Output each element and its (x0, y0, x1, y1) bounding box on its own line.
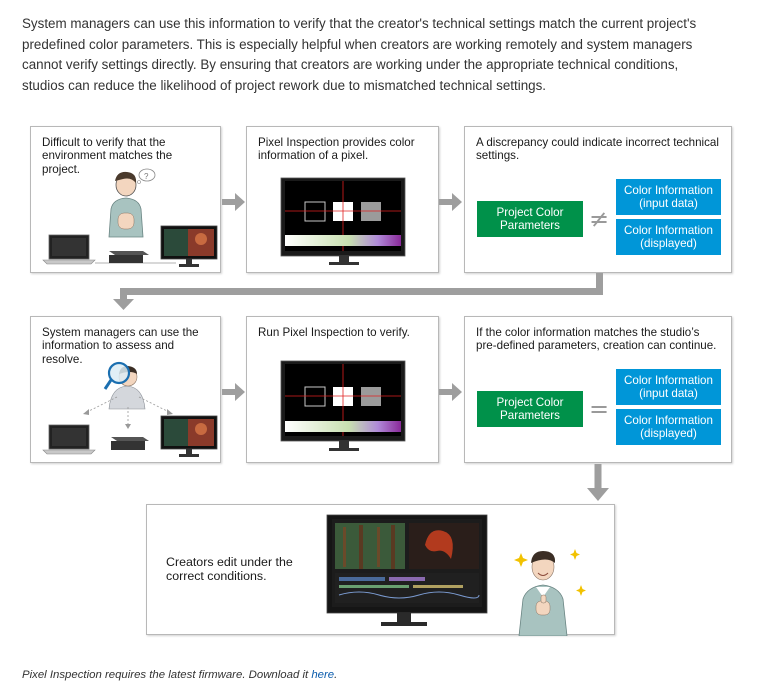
arrow-right-icon (439, 193, 462, 211)
arrow-right-icon (222, 193, 245, 211)
monitor-icon (326, 514, 488, 626)
footer-text: Pixel Inspection requires the latest fir… (22, 669, 312, 681)
intro-line-1: System managers can use this information… (22, 16, 697, 31)
monitor-icon (160, 415, 218, 457)
color-info-displayed-badge: Color Information (displayed) (616, 409, 721, 445)
footer-note: Pixel Inspection requires the latest fir… (22, 669, 337, 681)
final-text: Creators edit under the correct conditio… (166, 555, 293, 583)
laptop-icon (42, 424, 96, 455)
final-box-creators-edit: Creators edit under the correct conditio… (146, 504, 615, 636)
arrow-down-icon (587, 464, 609, 501)
monitor-icon (160, 225, 218, 267)
step-text: Difficult to verify that the environment… (42, 136, 173, 176)
intro-line-3: cannot verify settings directly. By ensu… (22, 57, 679, 72)
download-link[interactable]: here (311, 669, 335, 681)
step-text: If the color information matches the stu… (476, 326, 717, 353)
server-box-icon (109, 251, 149, 263)
monitor-pixel-inspection-illustration (280, 177, 406, 265)
connector-arrow-row1-row2 (113, 273, 603, 310)
step-box-discrepancy: A discrepancy could indicate incorrect t… (464, 126, 732, 273)
footer-end: . (334, 669, 338, 681)
laptop-icon (42, 234, 96, 265)
step-box-match: If the color information matches the stu… (464, 316, 732, 463)
arrow-right-icon (222, 383, 245, 401)
step-box-system-managers: System managers can use the information … (30, 316, 221, 463)
editing-monitor-illustration (326, 514, 586, 636)
person-thinking-icon: ? (108, 168, 156, 238)
intro-line-2: predefined color parameters. This is esp… (22, 36, 693, 52)
color-info-displayed-badge: Color Information (displayed) (616, 219, 721, 255)
manager-inspect-illustration (42, 361, 218, 457)
step-box-run-pixel-inspection: Run Pixel Inspection to verify. (246, 316, 439, 463)
step-box-pixel-inspection: Pixel Inspection provides color informat… (246, 126, 439, 273)
happy-person-icon (518, 551, 568, 636)
monitor-pixel-inspection-illustration (280, 360, 406, 451)
person-magnifier-icon (103, 361, 146, 410)
svg-text:?: ? (144, 172, 149, 181)
color-info-input-badge: Color Information (input data) (616, 179, 721, 215)
sparkle-icon (514, 549, 586, 596)
remote-setup-illustration: ? (42, 168, 218, 267)
intro-paragraph: System managers can use this information… (22, 14, 742, 96)
step-text: Pixel Inspection provides color informat… (258, 136, 415, 163)
intro-line-4: studios can reduce the likelihood of pro… (22, 77, 547, 93)
arrow-right-icon (439, 383, 462, 401)
step-text: Run Pixel Inspection to verify. (258, 326, 410, 339)
step-box-difficult: Difficult to verify that the environment… (30, 126, 221, 273)
color-info-input-badge: Color Information (input data) (616, 369, 721, 405)
server-box-icon (111, 437, 149, 450)
equal-symbol: = (588, 395, 610, 423)
not-equal-symbol: ≠ (588, 205, 610, 233)
step-text: A discrepancy could indicate incorrect t… (476, 136, 719, 163)
step-text: System managers can use the information … (42, 326, 199, 366)
